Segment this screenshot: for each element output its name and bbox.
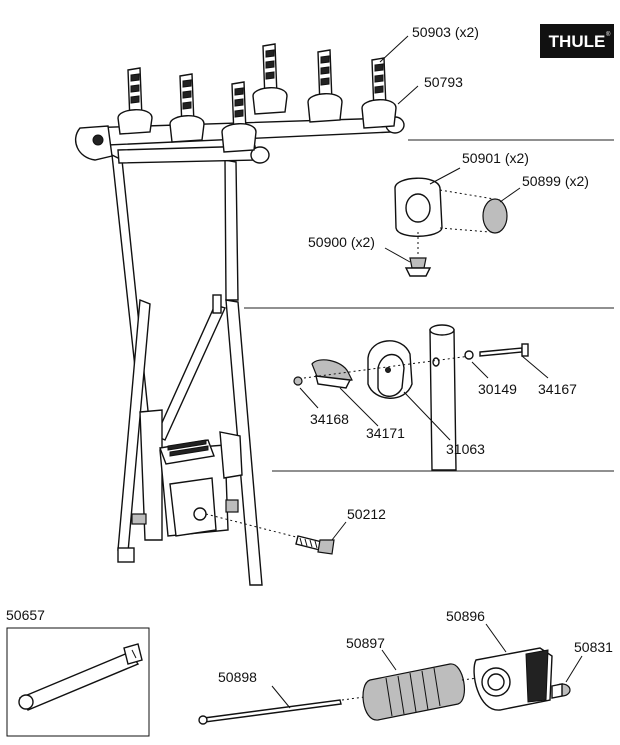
long-bolt bbox=[479, 347, 523, 357]
handle-head-part bbox=[473, 647, 553, 711]
insert-plug bbox=[482, 198, 508, 234]
lock-knob-assembly bbox=[293, 324, 529, 471]
handle-grip-part bbox=[362, 663, 479, 721]
pivot-knob-icon bbox=[92, 134, 104, 146]
frame-strap-right-upper bbox=[224, 159, 239, 301]
logo-trademark: ® bbox=[606, 31, 611, 38]
label-50212: 50212 bbox=[347, 506, 386, 522]
lock-washer bbox=[293, 376, 303, 386]
clamp-bolt-part bbox=[295, 535, 335, 555]
leader-30149 bbox=[471, 361, 489, 379]
end-cap-part bbox=[394, 177, 508, 277]
cap-screw bbox=[409, 257, 427, 269]
label-30149: 30149 bbox=[478, 381, 517, 397]
bike-holder-1 bbox=[117, 67, 153, 135]
label-34167: 34167 bbox=[538, 381, 577, 397]
leader-50903 bbox=[379, 35, 409, 63]
strap-end-cap bbox=[117, 547, 135, 563]
bike-holder-3 bbox=[221, 81, 257, 153]
label-31063: 31063 bbox=[446, 441, 485, 457]
lower-bar-end-cap bbox=[250, 146, 270, 164]
leader-50212 bbox=[331, 521, 347, 541]
mount-side-plate bbox=[139, 409, 163, 541]
label-50793: 50793 bbox=[424, 74, 463, 90]
leader-34167 bbox=[521, 355, 549, 379]
label-50903: 50903 (x2) bbox=[412, 24, 479, 40]
mount-rear-lock bbox=[219, 431, 243, 479]
bolt-guide-line bbox=[205, 513, 301, 539]
leader-50901 bbox=[429, 167, 461, 185]
lever-grip-ribs bbox=[167, 439, 209, 457]
spacer-washer bbox=[464, 350, 474, 360]
label-50901: 50901 (x2) bbox=[462, 150, 529, 166]
label-50900: 50900 (x2) bbox=[308, 234, 375, 250]
label-50898: 50898 bbox=[218, 669, 257, 685]
frame-strap-right-lower bbox=[225, 299, 263, 586]
mount-side-nut bbox=[131, 513, 147, 525]
leader-50900 bbox=[384, 247, 411, 263]
leader-50897 bbox=[381, 649, 397, 671]
small-plug-part bbox=[551, 683, 571, 699]
label-50899: 50899 (x2) bbox=[522, 173, 589, 189]
label-50657: 50657 bbox=[6, 607, 45, 623]
label-50831: 50831 bbox=[574, 639, 613, 655]
wrench-tool bbox=[18, 643, 143, 711]
bike-holder-2 bbox=[169, 73, 205, 143]
mount-clamp-plate bbox=[169, 477, 217, 537]
bike-holder-4 bbox=[252, 43, 288, 115]
clamp-bolt-icon bbox=[193, 507, 207, 521]
leader-34168 bbox=[299, 387, 319, 409]
label-50896: 50896 bbox=[446, 608, 485, 624]
long-screw-part bbox=[198, 695, 373, 725]
leader-50899 bbox=[499, 187, 521, 203]
logo-text: THULE bbox=[549, 32, 606, 51]
leader-50793 bbox=[397, 85, 419, 105]
tool-box-frame bbox=[6, 627, 150, 737]
label-34171: 34171 bbox=[366, 425, 405, 441]
leader-50896 bbox=[485, 623, 507, 653]
leader-50831 bbox=[565, 655, 583, 683]
frame-cross-strap bbox=[155, 304, 226, 441]
strap-clip bbox=[212, 294, 222, 314]
bike-carrier-assembly bbox=[75, 43, 405, 586]
bike-holder-6 bbox=[361, 57, 397, 129]
label-50897: 50897 bbox=[346, 635, 385, 651]
thule-logo: THULE ® bbox=[540, 24, 614, 58]
leader-50898 bbox=[271, 685, 291, 709]
frame-strap-left-upper bbox=[111, 153, 151, 433]
leader-34171 bbox=[339, 387, 379, 427]
mount-rear-nut bbox=[225, 499, 239, 513]
bike-holder-5 bbox=[307, 49, 343, 123]
leader-31063 bbox=[403, 391, 451, 441]
label-34168: 34168 bbox=[310, 411, 349, 427]
